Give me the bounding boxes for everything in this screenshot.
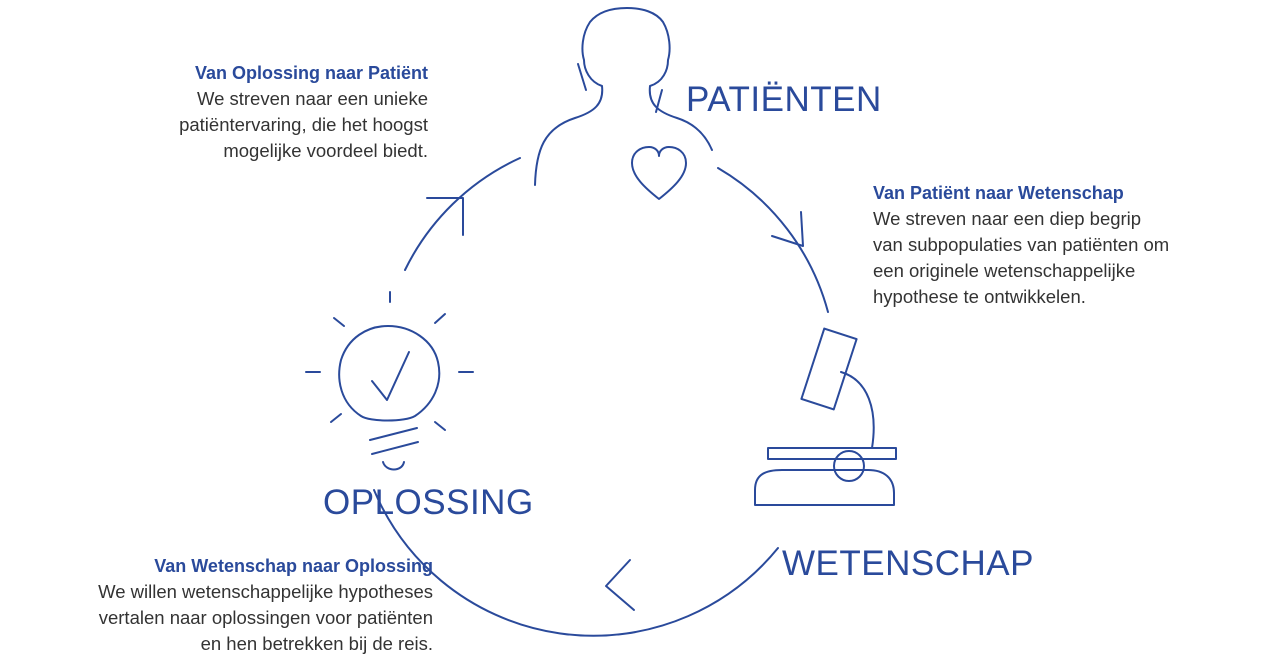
step-text-line: vertalen naar oplossingen voor patiënten (98, 607, 433, 628)
step-text-line: We streven naar een unieke (196, 88, 428, 109)
cycle-arc-top-right (717, 167, 829, 313)
step-patient-naar-wetenschap: Van Patiënt naar Wetenschap We streven n… (873, 180, 1169, 310)
step-text-line: een originele wetenschappelijke (873, 260, 1136, 281)
cycle-arc-bottom (373, 489, 779, 637)
heart-icon (631, 146, 687, 200)
person-icon (534, 7, 713, 186)
step-text-line: We streven naar een diep begrip (873, 208, 1142, 229)
step-text-line: mogelijke voordeel biedt. (223, 140, 428, 161)
label-patienten: PATIËNTEN (686, 80, 882, 119)
step-text-line: hypothese te ontwikkelen. (873, 286, 1086, 307)
arrow-head-left (426, 197, 464, 236)
step-wetenschap-naar-oplossing: Van Wetenschap naar Oplossing We willen … (98, 553, 433, 657)
step-text-line: van subpopulaties van patiënten om (873, 234, 1170, 255)
step-text-line: patiëntervaring, die het hoogst (179, 114, 428, 135)
checkmark-icon (371, 351, 410, 401)
step-heading: Van Wetenschap naar Oplossing (154, 556, 433, 576)
step-text-line: We willen wetenschappelijke hypotheses (98, 581, 433, 602)
step-text-line: en hen betrekken bij de reis. (200, 633, 433, 654)
step-heading: Van Patiënt naar Wetenschap (873, 183, 1124, 203)
microscope-icon (754, 327, 897, 506)
arrow-head-right (771, 211, 804, 247)
arrow-head-bottom (605, 559, 635, 611)
step-heading: Van Oplossing naar Patiënt (194, 63, 428, 83)
cycle-arc-left (404, 157, 521, 271)
step-oplossing-naar-patient: Van Oplossing naar Patiënt We streven na… (179, 60, 428, 164)
label-oplossing: OPLOSSING (323, 483, 534, 522)
lightbulb-icon (305, 291, 474, 471)
label-wetenschap: WETENSCHAP (782, 544, 1034, 583)
